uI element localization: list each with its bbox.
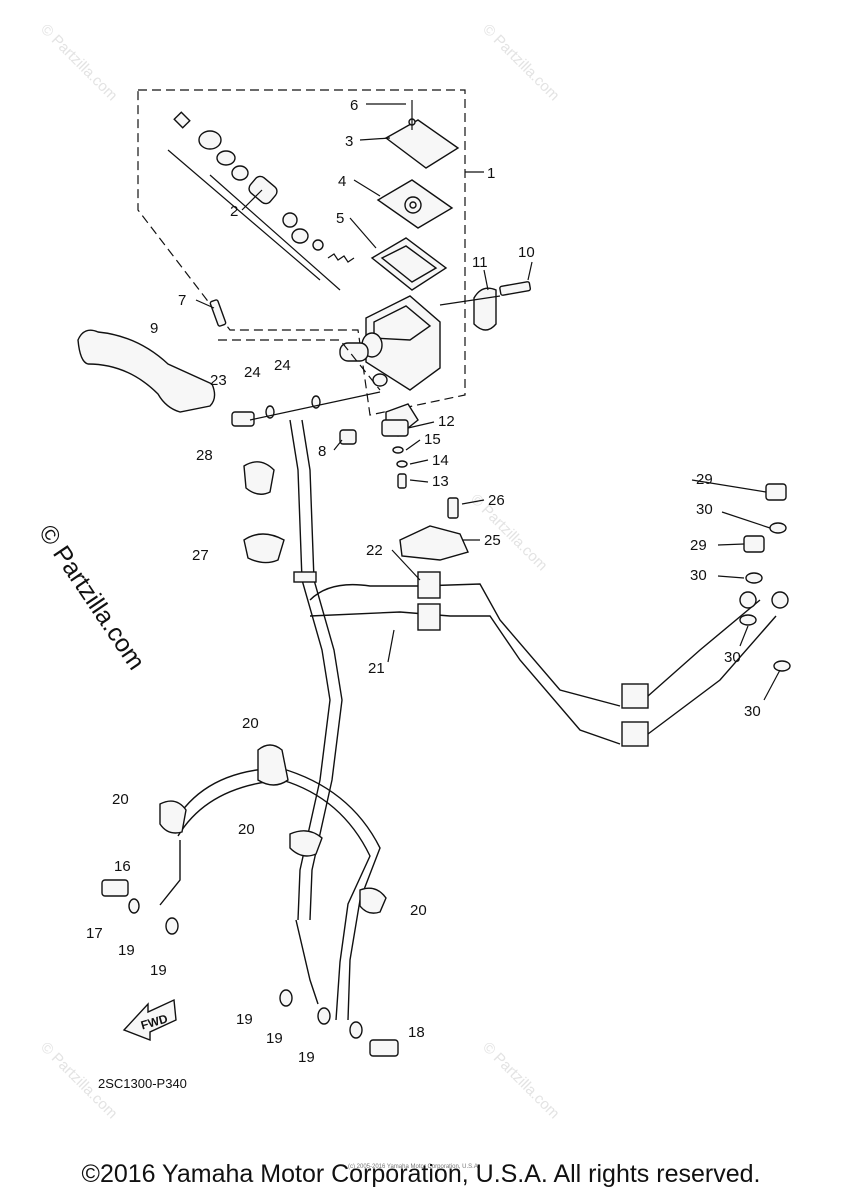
- callout-23: 23: [210, 372, 227, 389]
- callout-18: 18: [408, 1024, 425, 1041]
- master-cylinder-body: [339, 295, 441, 437]
- assembly-boundary: [137, 89, 466, 416]
- copyright-notice: ©2016 Yamaha Motor Corporation, U.S.A. A…: [81, 1160, 761, 1188]
- callout-15: 15: [424, 431, 441, 448]
- callout-8: 8: [318, 443, 326, 460]
- callout-25: 25: [484, 532, 501, 549]
- watermark-large: © Partzilla.com: [33, 520, 150, 675]
- callout-20b: 20: [112, 791, 129, 808]
- piston-kit: [167, 111, 355, 291]
- watermark-top-right: © Partzilla.com: [479, 21, 562, 104]
- callout-30c: 30: [724, 649, 741, 666]
- hose-clamps-upper: [243, 461, 285, 564]
- callout-24a: 24: [244, 364, 261, 381]
- callout-10: 10: [518, 244, 535, 261]
- watermark-top-left: © Partzilla.com: [37, 21, 120, 104]
- callout-3: 3: [345, 133, 353, 150]
- hose-sleeve: [293, 571, 317, 583]
- callout-26: 26: [488, 492, 505, 509]
- pivot-and-banjo: [231, 391, 381, 445]
- diagram-code: 2SC1300-P340: [98, 1076, 187, 1091]
- callout-19b: 19: [150, 962, 167, 979]
- callout-19d: 19: [266, 1030, 283, 1047]
- callout-21: 21: [368, 660, 385, 677]
- callout-16: 16: [114, 858, 131, 875]
- callout-30a: 30: [696, 501, 713, 518]
- callout-7: 7: [178, 292, 186, 309]
- callout-14: 14: [432, 452, 449, 469]
- watermark-mid: © Partzilla.com: [467, 491, 550, 574]
- callout-17: 17: [86, 925, 103, 942]
- callout-27: 27: [192, 547, 209, 564]
- callout-13: 13: [432, 473, 449, 490]
- callout-29a: 29: [696, 471, 713, 488]
- forward-arrow: FWD: [122, 998, 177, 1042]
- fine-print: (c) 2005-2016 Yamaha Motor Corporation, …: [348, 1164, 480, 1170]
- brake-switch: [381, 419, 409, 489]
- callout-2: 2: [230, 203, 238, 220]
- callout-20c: 20: [238, 821, 255, 838]
- callout-30b: 30: [690, 567, 707, 584]
- lower-brake-hoses: [101, 744, 399, 1057]
- callout-30d: 30: [744, 703, 761, 720]
- callout-19c: 19: [236, 1011, 253, 1028]
- callout-labels: 1 2 3 4 5 6 7 8 9 10 11 12 13 14 15 16 1…: [86, 97, 761, 1066]
- callout-5: 5: [336, 210, 344, 227]
- reservoir-cap: [370, 100, 460, 291]
- watermark-bottom-right: © Partzilla.com: [479, 1039, 562, 1122]
- callout-22: 22: [366, 542, 383, 559]
- callout-29b: 29: [690, 537, 707, 554]
- callout-24b: 24: [274, 357, 291, 374]
- brake-lever: [77, 299, 381, 413]
- callout-19a: 19: [118, 942, 135, 959]
- callout-6: 6: [350, 97, 358, 114]
- callout-20d: 20: [410, 902, 427, 919]
- callout-11: 11: [472, 254, 488, 271]
- leader-lines: [195, 103, 781, 701]
- callout-1: 1: [487, 165, 495, 182]
- callout-4: 4: [338, 173, 346, 190]
- callout-20a: 20: [242, 715, 259, 732]
- callout-9: 9: [150, 320, 158, 337]
- callout-28: 28: [196, 447, 213, 464]
- brake-pipes-right: [309, 483, 791, 747]
- handlebar-clamp: [439, 281, 532, 331]
- callout-19e: 19: [298, 1049, 315, 1066]
- callout-12: 12: [438, 413, 455, 430]
